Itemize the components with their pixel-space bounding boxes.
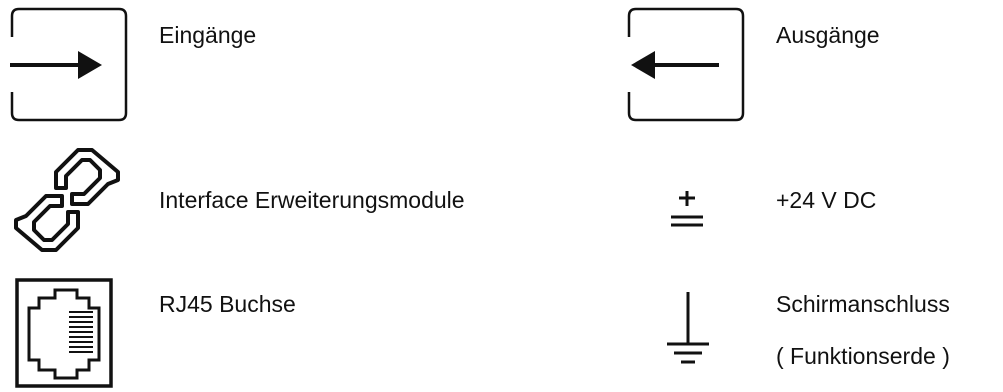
outputs-label: Ausgänge bbox=[776, 22, 880, 48]
rj45-label: RJ45 Buchse bbox=[159, 291, 296, 317]
shield-sublabel: ( Funktionserde ) bbox=[776, 343, 950, 369]
output-arrow-icon bbox=[627, 7, 745, 122]
rj45-socket-icon bbox=[15, 278, 113, 388]
ground-icon bbox=[665, 292, 711, 382]
input-arrow-icon bbox=[10, 7, 128, 122]
power-label: +24 V DC bbox=[776, 187, 877, 213]
inputs-label: Eingänge bbox=[159, 22, 257, 48]
shield-label: Schirmanschluss bbox=[776, 291, 950, 317]
plus-minus-dc-icon bbox=[667, 190, 707, 236]
chain-link-icon bbox=[4, 142, 130, 258]
expansion-interface-label: Interface Erweiterungsmodule bbox=[159, 187, 465, 213]
